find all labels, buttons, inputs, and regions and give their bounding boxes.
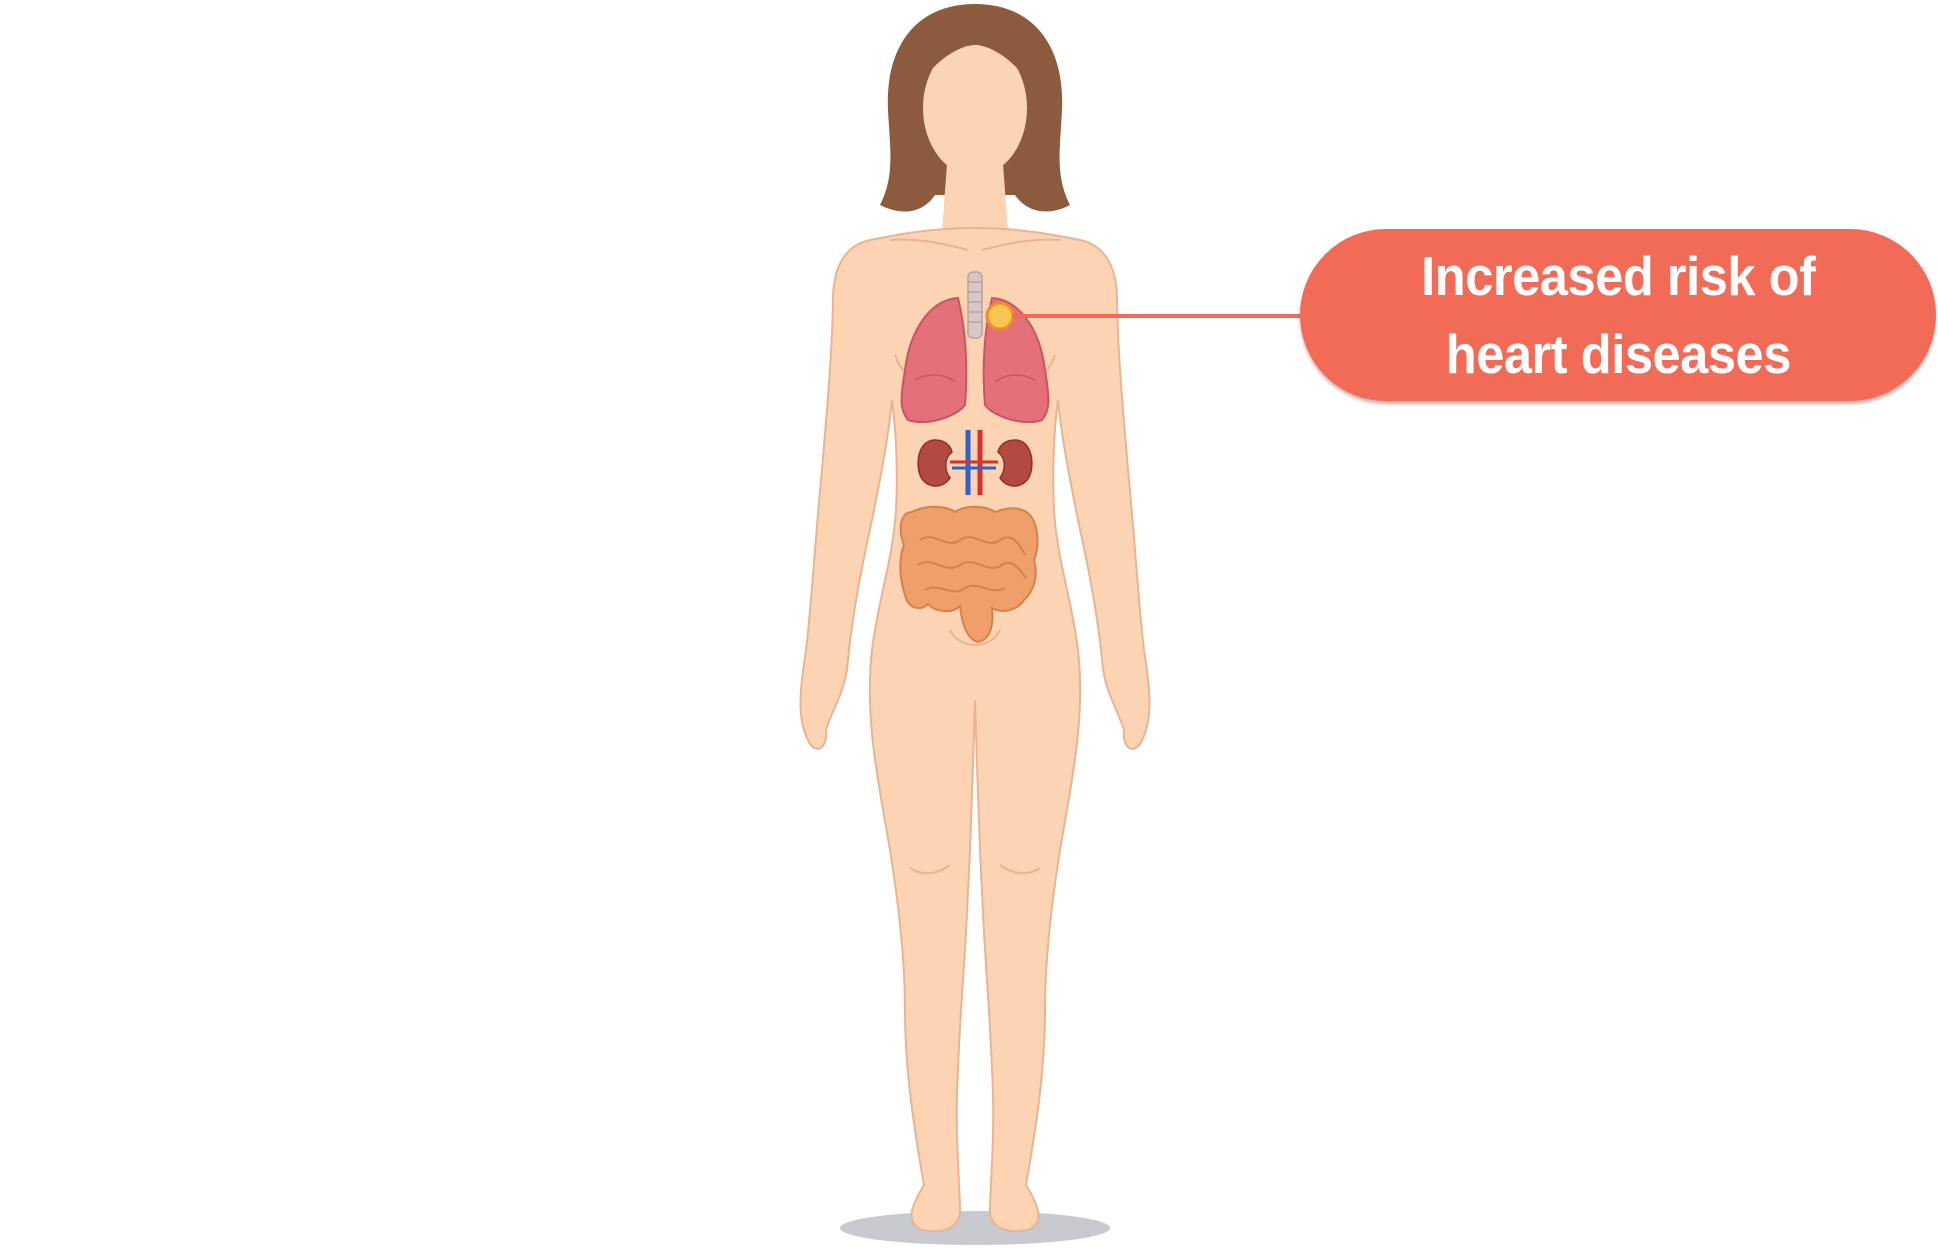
ground-shadow: [840, 1211, 1110, 1245]
trachea-icon: [967, 271, 983, 339]
callout-line-1: Increased risk of: [1420, 245, 1816, 307]
callout-text: Increased risk of heart diseases: [1420, 237, 1816, 393]
heart-marker-icon: [985, 301, 1015, 331]
kidneys-icon: [917, 430, 1033, 495]
human-body-figure: [799, 40, 1151, 1233]
callout-line-2: heart diseases: [1445, 323, 1791, 385]
callout-bubble: Increased risk of heart diseases: [1300, 229, 1936, 401]
hair-front: [919, 10, 1031, 85]
lungs-icon: [900, 296, 1050, 424]
intestines-icon: [899, 505, 1039, 644]
